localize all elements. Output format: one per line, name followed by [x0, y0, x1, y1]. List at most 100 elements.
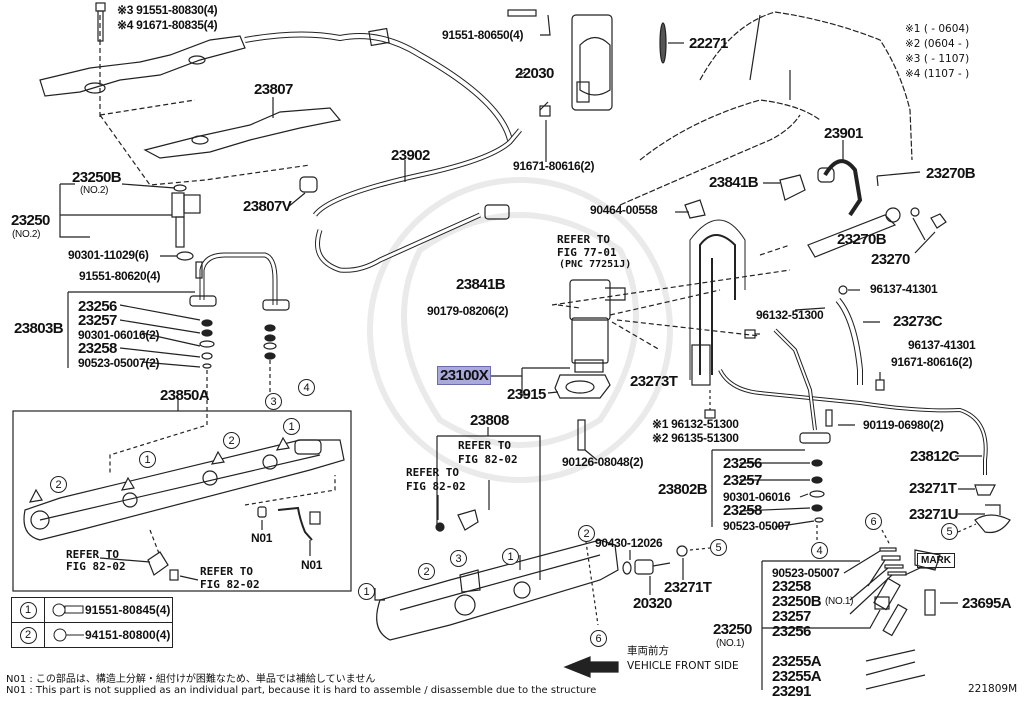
- part-label-96137-41301-b[interactable]: 96137-41301: [908, 338, 976, 352]
- callout-1[interactable]: 1: [502, 548, 519, 565]
- part-label-22030[interactable]: 22030: [515, 65, 554, 82]
- part-label-23270[interactable]: 23270: [871, 251, 910, 268]
- legend-row[interactable]: 2 94151-80800(4): [12, 623, 172, 647]
- part-label-23273t[interactable]: 23273T: [630, 373, 678, 390]
- part-label-91551-80830[interactable]: ※3 91551-80830(4): [117, 3, 218, 17]
- part-label-23257-left[interactable]: 23257: [78, 312, 117, 329]
- part-label-23902[interactable]: 23902: [391, 147, 430, 164]
- part-label-23812c[interactable]: 23812C: [910, 448, 960, 465]
- part-label-23915[interactable]: 23915: [507, 386, 546, 403]
- fastener-legend-table: 1 91551-80845(4) 2 94151-80800(4): [11, 597, 173, 648]
- refer-to-fig-82-02-d-line2[interactable]: FIG 82-02: [406, 480, 466, 493]
- part-label-91671-80616-top[interactable]: 91671-80616(2): [513, 159, 595, 173]
- callout-5[interactable]: 5: [710, 539, 727, 556]
- part-label-90301-06016-left[interactable]: 90301-06016(2): [78, 328, 160, 342]
- part-label-96132-51300-a[interactable]: 96132-51300: [756, 308, 824, 322]
- part-label-23250b-no2[interactable]: 23250B: [72, 169, 122, 186]
- callout-2[interactable]: 2: [578, 525, 595, 542]
- part-label-90301-11029[interactable]: 90301-11029(6): [68, 248, 149, 262]
- part-label-23100x-highlighted[interactable]: 23100X: [437, 366, 492, 385]
- part-label-96132-51300-note1[interactable]: ※1 96132-51300: [652, 417, 739, 431]
- part-label-n01-nut[interactable]: N01: [251, 531, 273, 545]
- part-label-91671-80835[interactable]: ※4 91671-80835(4): [117, 18, 218, 32]
- callout-6[interactable]: 6: [865, 513, 882, 530]
- part-label-23270b[interactable]: 23270B: [837, 231, 887, 248]
- part-label-23807v[interactable]: 23807V: [243, 198, 292, 215]
- legend-part-number[interactable]: 91551-80845(4): [85, 603, 171, 617]
- part-label-90119-06980[interactable]: 90119-06980(2): [863, 418, 944, 432]
- part-label-23850a[interactable]: 23850A: [160, 387, 210, 404]
- refer-to-fig-82-02-b[interactable]: REFER TO: [200, 565, 253, 578]
- part-label-23802b[interactable]: 23802B: [658, 481, 708, 498]
- part-label-23257-right[interactable]: 23257: [723, 472, 762, 489]
- part-label-23250-no1[interactable]: 23250: [713, 621, 752, 638]
- part-label-23271u[interactable]: 23271U: [909, 506, 959, 523]
- refer-to-fig-82-02-c-line2[interactable]: FIG 82-02: [458, 453, 518, 466]
- part-label-91551-80650[interactable]: 91551-80650(4): [442, 28, 524, 42]
- callout-4[interactable]: 4: [811, 542, 828, 559]
- callout-3[interactable]: 3: [450, 550, 467, 567]
- part-label-23808[interactable]: 23808: [470, 412, 509, 429]
- part-label-96137-41301-a[interactable]: 96137-41301: [870, 282, 938, 296]
- bolt-icon: [52, 603, 84, 617]
- callout-2[interactable]: 2: [50, 476, 67, 493]
- part-label-22271[interactable]: 22271: [689, 35, 728, 52]
- part-label-96135-51300-note2[interactable]: ※2 96135-51300: [652, 431, 739, 445]
- part-label-90301-06016-right[interactable]: 90301-06016: [723, 490, 791, 504]
- refer-to-fig-82-02-c[interactable]: REFER TO: [458, 439, 511, 452]
- legend-part-number[interactable]: 94151-80800(4): [85, 628, 171, 642]
- part-label-23258-injector[interactable]: 23258: [772, 578, 811, 595]
- refer-to-fig-82-02-d[interactable]: REFER TO: [406, 466, 459, 479]
- part-label-90523-05007-right[interactable]: 90523-05007: [723, 519, 791, 533]
- refer-to-fig-77-01-pnc[interactable]: (PNC 77251J): [559, 259, 632, 270]
- part-label-23841b-center[interactable]: 23841B: [456, 276, 506, 293]
- callout-6[interactable]: 6: [590, 630, 607, 647]
- part-label-23807[interactable]: 23807: [254, 81, 293, 98]
- legend-row[interactable]: 1 91551-80845(4): [12, 598, 172, 623]
- part-label-23250b-no1[interactable]: 23250B: [772, 593, 822, 610]
- part-label-23255a-1[interactable]: 23255A: [772, 653, 822, 670]
- part-label-23258-right[interactable]: 23258: [723, 502, 762, 519]
- part-label-n01-sensor[interactable]: N01: [301, 558, 323, 572]
- part-label-23291[interactable]: 23291: [772, 683, 811, 700]
- part-label-90179-08206[interactable]: 90179-08206(2): [427, 304, 509, 318]
- callout-2[interactable]: 2: [223, 432, 240, 449]
- part-label-23271t-bottom[interactable]: 23271T: [664, 579, 712, 596]
- part-label-23901[interactable]: 23901: [824, 125, 863, 142]
- part-label-90430-12026[interactable]: 90430-12026: [595, 536, 663, 550]
- callout-5[interactable]: 5: [941, 523, 958, 540]
- refer-to-fig-82-02-a-line2[interactable]: FIG 82-02: [66, 560, 126, 573]
- callout-3[interactable]: 3: [265, 393, 282, 410]
- callout-1[interactable]: 1: [139, 451, 156, 468]
- callout-1[interactable]: 1: [358, 583, 375, 600]
- part-label-23255a-2[interactable]: 23255A: [772, 668, 822, 685]
- refer-to-fig-82-02-b-line2[interactable]: FIG 82-02: [200, 578, 260, 591]
- part-label-20320[interactable]: 20320: [633, 595, 672, 612]
- refer-to-fig-82-02-a[interactable]: REFER TO: [66, 548, 119, 561]
- refer-to-fig-77-01-line2[interactable]: FIG 77-01: [557, 246, 617, 259]
- part-label-23270b-top[interactable]: 23270B: [926, 165, 976, 182]
- part-label-90126-08048[interactable]: 90126-08048(2): [562, 455, 644, 469]
- callout-1[interactable]: 1: [283, 418, 300, 435]
- part-label-23256-injector[interactable]: 23256: [772, 623, 811, 640]
- part-label-91671-80616-right[interactable]: 91671-80616(2): [891, 355, 973, 369]
- part-label-90523-05007-injector[interactable]: 90523-05007: [772, 566, 840, 580]
- part-label-23250-no2[interactable]: 23250: [11, 212, 50, 229]
- part-label-23803b[interactable]: 23803B: [14, 320, 64, 337]
- part-label-23257-injector[interactable]: 23257: [772, 608, 811, 625]
- part-label-23258-left[interactable]: 23258: [78, 340, 117, 357]
- part-label-23695a[interactable]: 23695A: [962, 595, 1012, 612]
- part-label-90464-00558[interactable]: 90464-00558: [590, 203, 658, 217]
- refer-to-fig-77-01[interactable]: REFER TO: [557, 233, 610, 246]
- part-label-91551-80620[interactable]: 91551-80620(4): [79, 269, 161, 283]
- callout-2[interactable]: 2: [418, 563, 435, 580]
- part-label-23256-right[interactable]: 23256: [723, 455, 762, 472]
- part-label-23256-left[interactable]: 23256: [78, 298, 117, 315]
- part-label-23271t-right[interactable]: 23271T: [909, 480, 957, 497]
- applicability-note-2: ※2 (0604 - ): [905, 38, 970, 50]
- callout-4[interactable]: 4: [298, 379, 315, 396]
- part-label-23841b-right[interactable]: 23841B: [709, 174, 759, 191]
- part-label-23273c[interactable]: 23273C: [893, 313, 943, 330]
- part-label-90523-05007-left[interactable]: 90523-05007(2): [78, 356, 160, 370]
